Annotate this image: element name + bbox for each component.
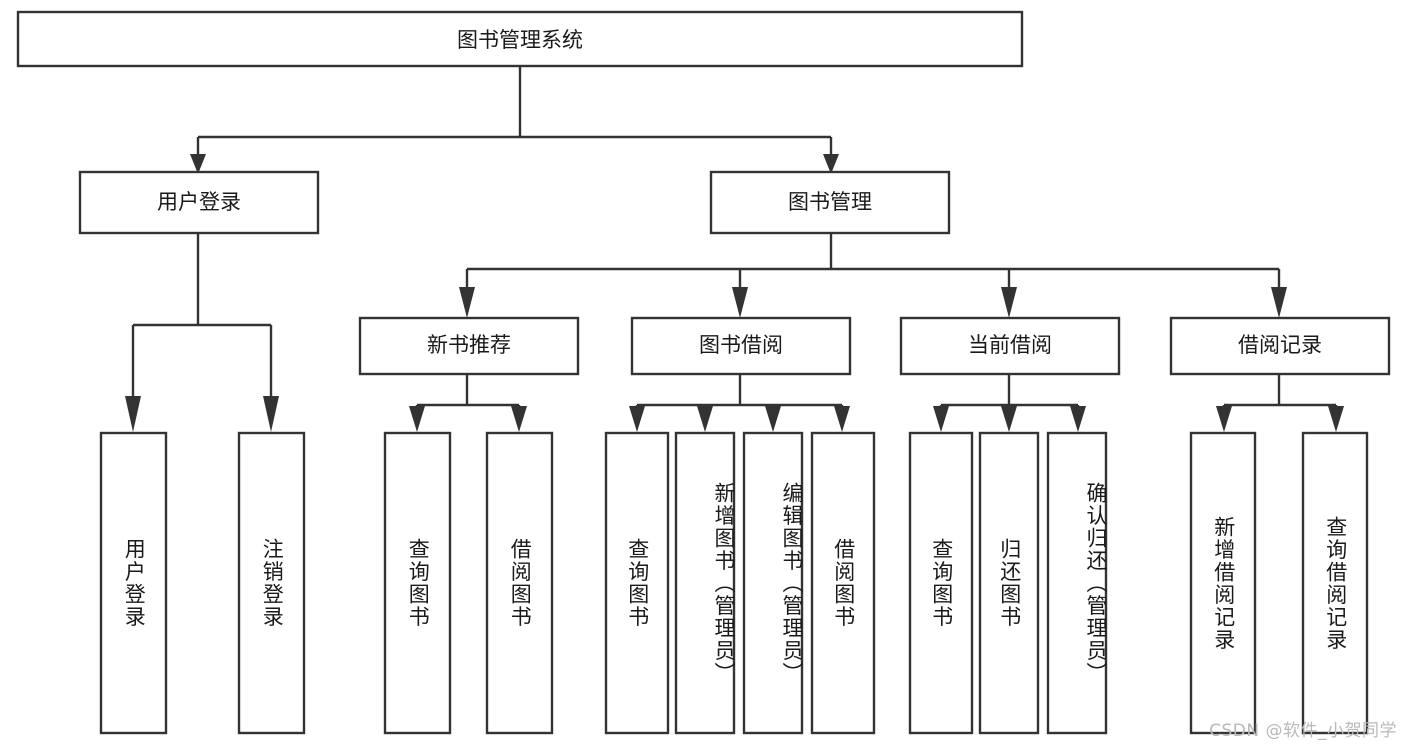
node-user-login[interactable]: 用户登录 [78,170,320,235]
leaf-user-login-rect[interactable] [99,431,168,735]
arrow-leaf-borrow-book-1 [511,406,527,432]
node-new-book-recommend-label: 新书推荐 [427,333,511,357]
node-root-system[interactable]: 图书管理系统 [16,10,1024,68]
node-root-system-label: 图书管理系统 [457,28,583,52]
leaf-borrow-book-1-rect[interactable] [485,431,554,735]
node-root-system-rect[interactable] [16,10,1024,68]
node-book-borrow-rect[interactable] [630,316,852,376]
leaf-confirm-return-rect[interactable] [1046,431,1108,735]
arrow-to-borrow-record [1271,287,1287,318]
node-user-login-rect[interactable] [78,170,320,235]
arrow-leaf-logout [263,396,279,432]
arrow-to-current-borrow [1001,287,1017,318]
arrow-to-book-manage [823,154,839,174]
leaf-query-book-2-rect[interactable] [604,431,670,735]
node-current-borrow-label: 当前借阅 [968,333,1052,357]
node-new-book-recommend[interactable]: 新书推荐 [358,316,580,376]
leaf-return-book-rect[interactable] [978,431,1040,735]
arrow-leaf-borrow-book-2 [834,406,850,432]
node-borrow-record[interactable]: 借阅记录 [1169,316,1391,376]
arrow-leaf-add-record [1216,406,1232,432]
leaf-query-book-1-rect[interactable] [383,431,452,735]
node-current-borrow[interactable]: 当前借阅 [899,316,1121,376]
leaf-add-record-rect[interactable] [1189,431,1257,735]
arrow-leaf-user-login [125,396,141,432]
node-book-manage[interactable]: 图书管理 [709,170,951,235]
arrow-leaf-query-book-3 [933,406,949,432]
leaf-query-record-rect[interactable] [1301,431,1369,735]
node-new-book-recommend-rect[interactable] [358,316,580,376]
arrow-leaf-confirm-return [1070,406,1086,432]
leaf-edit-book-rect[interactable] [742,431,804,735]
arrow-to-book-borrow [732,287,748,318]
arrow-leaf-edit-book [765,406,781,432]
node-book-manage-label: 图书管理 [788,190,872,214]
arrow-leaf-return-book [1001,406,1017,432]
node-borrow-record-rect[interactable] [1169,316,1391,376]
arrow-leaf-query-book-1 [409,406,425,432]
node-book-borrow-label: 图书借阅 [699,333,783,357]
node-borrow-record-label: 借阅记录 [1238,333,1322,357]
node-book-manage-rect[interactable] [709,170,951,235]
arrow-leaf-query-book-2 [629,406,645,432]
node-user-login-label: 用户登录 [157,190,241,214]
connector-layer [125,66,1344,432]
node-layer: 图书管理系统 用户登录 图书管理 新书推荐 图书借阅 当前 [16,10,1391,735]
node-book-borrow[interactable]: 图书借阅 [630,316,852,376]
arrow-to-new-book [459,287,475,318]
leaf-borrow-book-2-rect[interactable] [810,431,876,735]
arrow-to-user-login [190,154,206,174]
leaf-logout-rect[interactable] [237,431,306,735]
node-current-borrow-rect[interactable] [899,316,1121,376]
arrow-leaf-query-record [1328,406,1344,432]
csdn-watermark: CSDN @软件_小贺同学 [1209,721,1397,741]
arrow-leaf-add-book [697,406,713,432]
leaf-add-book-rect[interactable] [674,431,736,735]
leaf-query-book-3-rect[interactable] [908,431,974,735]
